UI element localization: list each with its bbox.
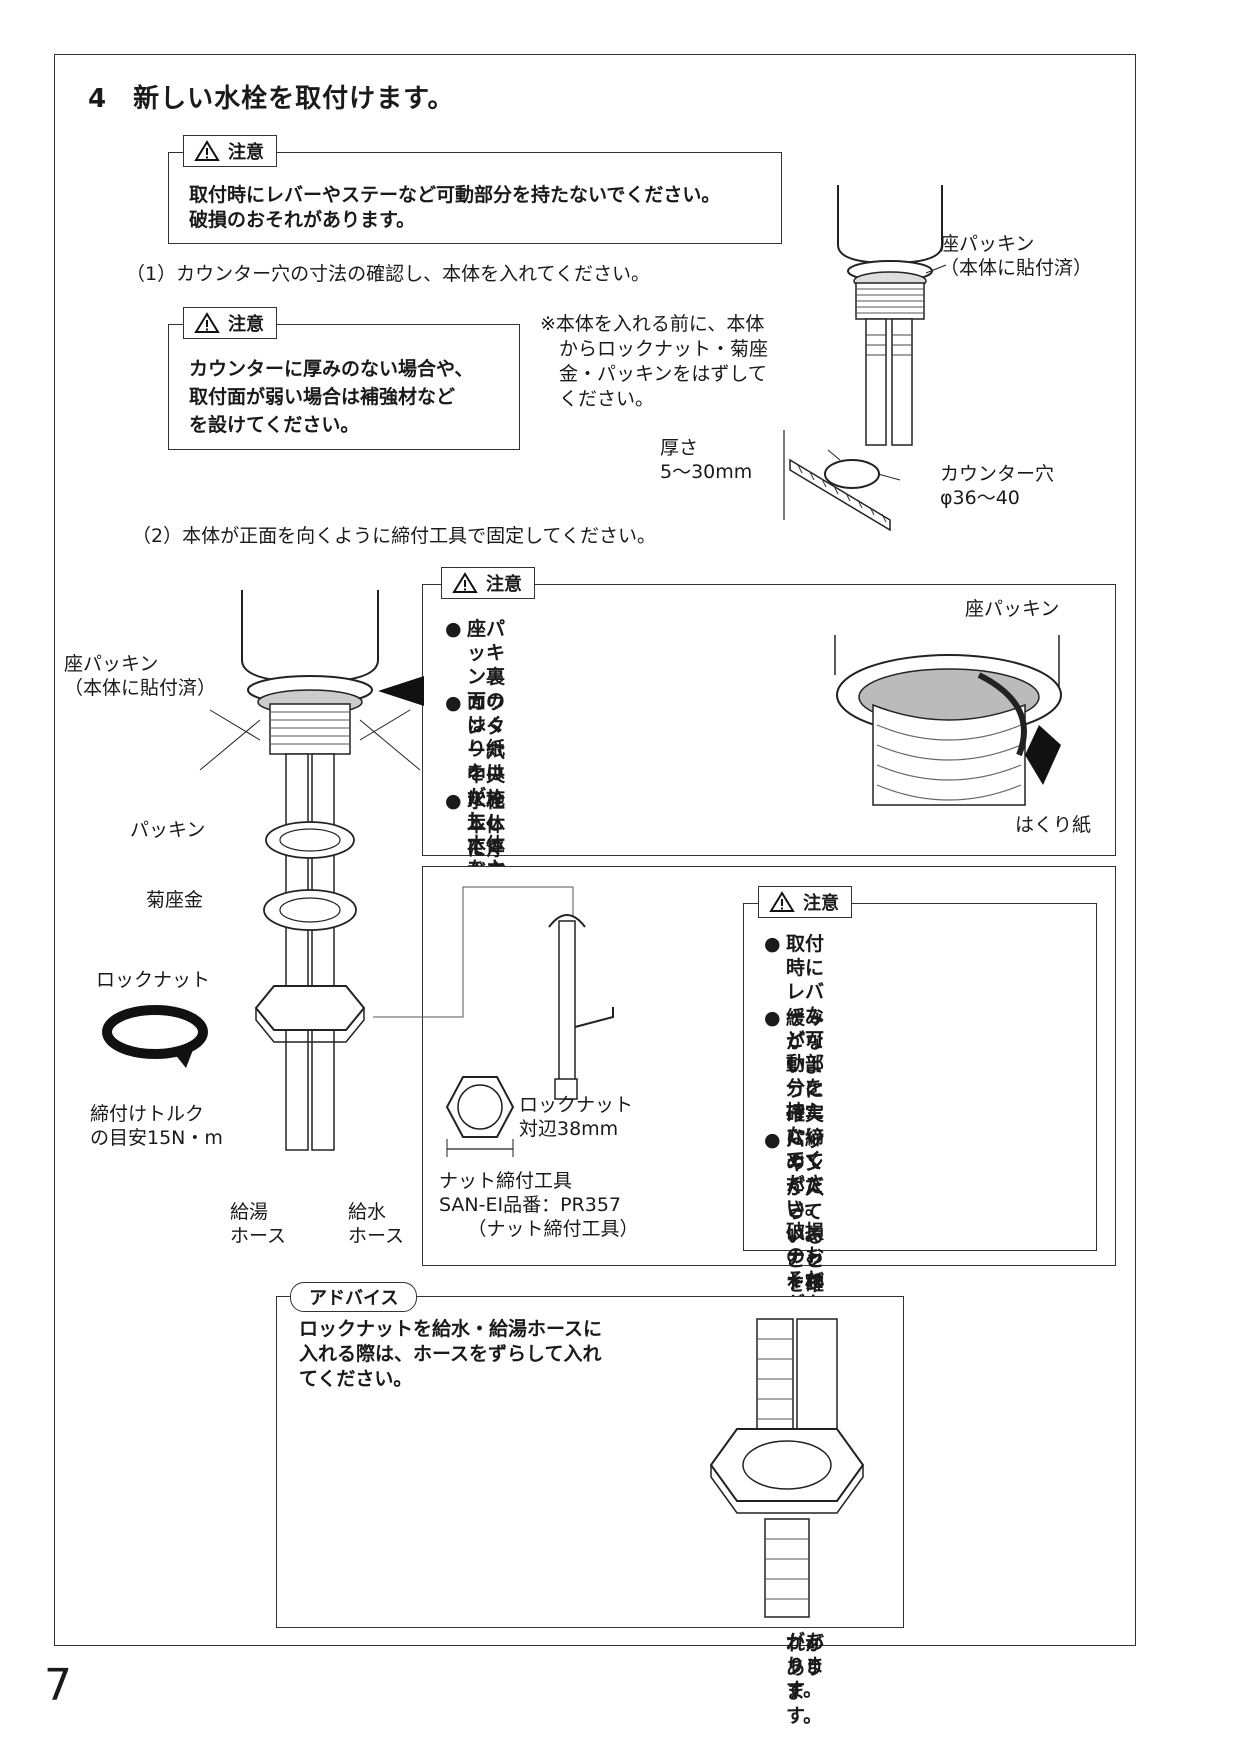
caution-label: 注意 — [228, 314, 264, 335]
step-number: 4 — [88, 84, 108, 114]
faucet-assembly-illustration — [199, 590, 421, 1151]
caution-tag: 注意 — [758, 886, 852, 918]
hot-hose-label: 給湯 ホース — [230, 1201, 287, 1247]
caution-4-bullet-text: 取付時にレバーなど可動部分を 持たないでください。 破損のおそれがあります。 — [786, 933, 825, 1363]
release-paper-label: はくり紙 — [1015, 814, 1092, 836]
callout-pointer — [378, 676, 424, 706]
caution-tag: 注意 — [441, 567, 535, 599]
lock-nut-label: ロックナット — [96, 969, 211, 991]
caution-tag: 注意 — [183, 135, 277, 167]
bullet-mark: ● — [764, 1007, 781, 1029]
warning-icon — [194, 140, 220, 161]
advice-label: アドバイス — [290, 1282, 418, 1312]
advice-text: ロックナットを給水・給湯ホースに 入れる際は、ホースをずらして入れ てください。 — [299, 1318, 603, 1390]
bullet-mark: ● — [445, 692, 462, 714]
warning-icon — [194, 312, 220, 333]
substep-2: （2）本体が正面を向くように締付工具で固定してください。 — [132, 525, 656, 547]
bullet-mark: ● — [445, 618, 462, 640]
caution-box-3: 注意 ● 座パッキン裏面のはくり紙をはがし、 本体をカウンターに押しつけて固定 … — [422, 567, 1116, 1194]
caution-label: 注意 — [228, 142, 264, 163]
step-title: 4 新しい水栓を取付けます。 — [88, 78, 455, 115]
release-paper-illustration — [834, 635, 1062, 806]
removal-note: ※本体を入れる前に、本体 からロックナット・菊座 金・パッキンをはずして くださ… — [540, 313, 769, 410]
torque-label: 締付けトルク の目安15N・m — [90, 1103, 223, 1149]
caution-tag: 注意 — [183, 307, 277, 339]
seat-packing-label-top: 座パッキン （本体に貼付済） — [940, 233, 1093, 279]
packing-label: パッキン — [130, 819, 206, 841]
rotation-arrow-icon — [102, 1005, 208, 1068]
warning-icon — [452, 572, 478, 593]
substep-1: （1）カウンター穴の寸法の確認し、本体を入れてください。 — [126, 263, 650, 285]
kiku-washer-label: 菊座金 — [146, 889, 204, 911]
caution-label: 注意 — [803, 893, 839, 914]
caution-label: 注意 — [486, 574, 522, 595]
caution-2-text: カウンターに厚みのない場合や、 取付面が弱い場合は補強材など を設けてください。 — [189, 358, 474, 436]
caution-box-1: 注意 取付時にレバーやステーなど可動部分を持たないでください。 破損のおそれがあ… — [168, 135, 782, 244]
lock-nut-size-label: ロックナット 対辺38mm — [519, 1094, 634, 1140]
bullet-mark: ● — [764, 933, 781, 955]
faucet-top-illustration — [837, 185, 947, 446]
caution-3-seat-packing-label: 座パッキン — [965, 598, 1060, 620]
caution-1-text: 取付時にレバーやステーなど可動部分を持たないでください。 破損のおそれがあります… — [189, 184, 721, 231]
tool-box: ロックナット 対辺38mm ナット締付工具 SAN-EI品番：PR357 （ナッ… — [373, 866, 1116, 1727]
nut-wrench-illustration — [373, 886, 614, 1100]
warning-icon — [769, 891, 795, 912]
advice-box: ロックナットを給水・給湯ホースに 入れる際は、ホースをずらして入れ てください。 — [276, 1296, 904, 1628]
step-title-text: 新しい水栓を取付けます。 — [133, 84, 455, 114]
thickness-label: 厚さ 5〜30mm — [660, 437, 753, 483]
cold-hose-label: 給水 ホース — [348, 1201, 405, 1247]
advice-lock-nut-illustration — [709, 1318, 865, 1618]
page-number: 7 — [44, 1660, 72, 1711]
bullet-mark: ● — [445, 790, 462, 812]
caution-box-4: 注意 ● 取付時にレバーなど可動部分を 持たないでください。 破損のおそれがあり… — [743, 886, 1097, 1727]
page-frame — [54, 54, 1136, 1646]
counter-hole-label: カウンター穴 φ36〜40 — [940, 463, 1055, 509]
bullet-mark: ● — [764, 1129, 781, 1151]
nut-tool-label: ナット締付工具 SAN-EI品番：PR357 （ナット締付工具） — [439, 1170, 639, 1240]
counter-hole-illustration — [783, 430, 901, 532]
caution-box-2: 注意 カウンターに厚みのない場合や、 取付面が弱い場合は補強材など を設けてくだ… — [168, 307, 520, 450]
seat-packing-label-main: 座パッキン （本体に貼付済） — [64, 653, 217, 699]
lock-nut-icon — [445, 1076, 515, 1157]
